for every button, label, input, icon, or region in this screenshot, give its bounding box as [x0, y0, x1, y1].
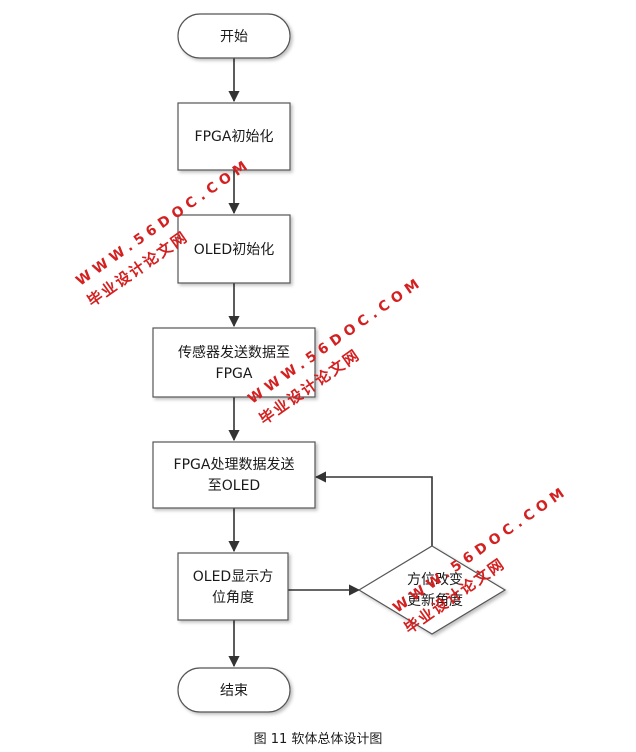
node-end: 结束	[177, 667, 291, 713]
node-fpga-process: FPGA处理数据发送 至OLED	[152, 441, 316, 509]
node-start-label: 开始	[220, 29, 248, 45]
node-fpga-process-line1: FPGA处理数据发送	[174, 457, 295, 473]
edges	[228, 58, 433, 668]
node-oled-display-line1: OLED显示方	[193, 569, 273, 585]
node-sensor-send-line1: 传感器发送数据至	[178, 344, 290, 361]
node-fpga-init-label: FPGA初始化	[195, 128, 274, 145]
node-end-label: 结束	[220, 683, 248, 699]
figure-caption: 图 11 软体总体设计图	[253, 732, 383, 747]
node-oled-display: OLED显示方 位角度	[177, 552, 289, 621]
node-fpga-process-line2: 至OLED	[208, 478, 260, 494]
nodes: 开始 FPGA初始化 OLED初始化 传感器发送数据至 FPGA FPGA处理数…	[152, 13, 507, 713]
node-decision: 方位改变 更新角度	[357, 545, 507, 635]
node-decision-line1: 方位改变	[407, 572, 463, 588]
node-oled-display-line2: 位角度	[212, 590, 254, 606]
node-fpga-init: FPGA初始化	[177, 102, 291, 171]
node-sensor-send-line2: FPGA	[216, 366, 253, 382]
node-oled-init: OLED初始化	[177, 214, 291, 284]
watermarks: 毕业设计论文网 WWW.56DOC.COM 毕业设计论文网 WWW.56DOC.…	[73, 156, 571, 638]
node-oled-init-label: OLED初始化	[194, 241, 274, 258]
node-start: 开始	[177, 13, 291, 59]
edge-decision-loop-back	[314, 471, 433, 546]
node-decision-line2: 更新角度	[407, 593, 463, 609]
node-sensor-send: 传感器发送数据至 FPGA	[152, 327, 316, 398]
